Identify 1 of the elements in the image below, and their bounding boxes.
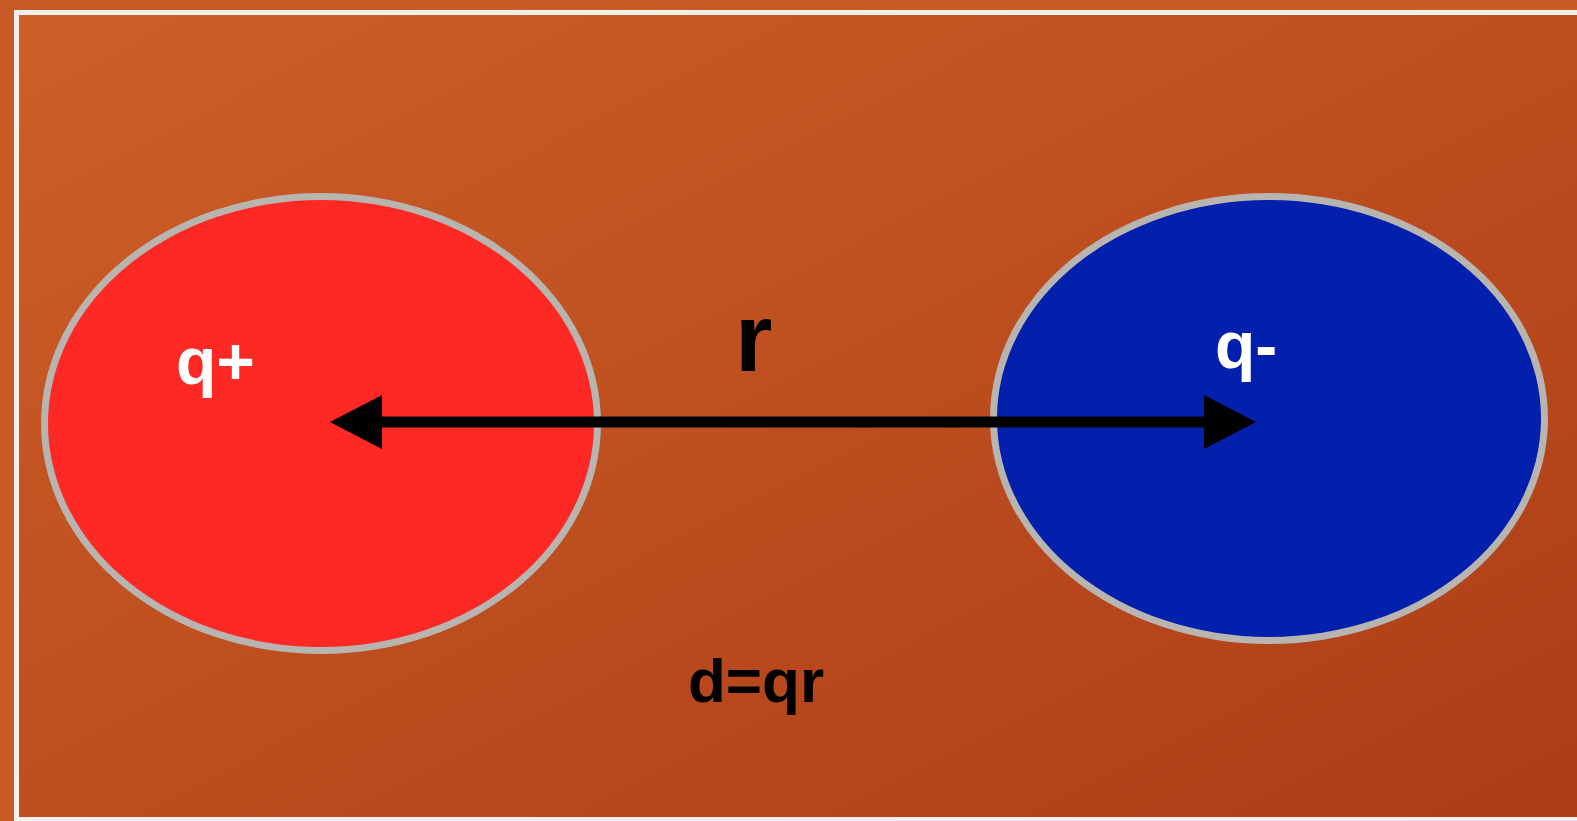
formula-label: r bbox=[735, 290, 773, 386]
